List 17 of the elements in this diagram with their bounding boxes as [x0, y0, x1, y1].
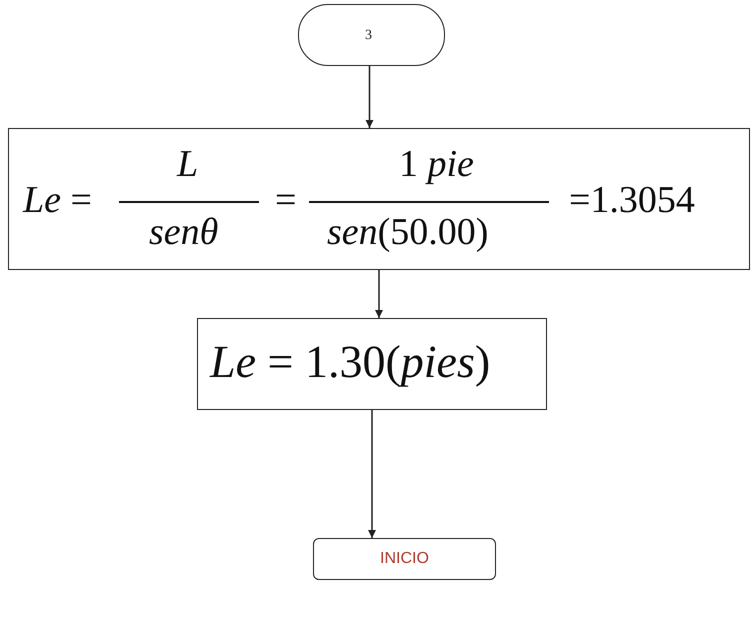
formula-text: senθ — [149, 213, 218, 251]
arrow — [368, 410, 376, 538]
formula-text: Le = — [23, 181, 92, 219]
arrow — [366, 66, 374, 128]
formula-text: = — [275, 181, 296, 219]
formula-text: 1 pie — [399, 145, 474, 183]
node-label: 3 — [365, 29, 372, 43]
formula-text: sen(50.00) — [327, 213, 488, 251]
result-box — [197, 318, 547, 410]
node-label: INICIO — [380, 551, 429, 567]
formula-text: Le = 1.30(pies) — [210, 339, 490, 385]
formula-text: =1.3054 — [569, 181, 695, 219]
process-box — [8, 128, 750, 270]
formula-text: L — [177, 145, 198, 183]
terminator-shape — [313, 538, 496, 580]
terminator-shape — [298, 4, 445, 66]
arrow — [375, 270, 383, 318]
